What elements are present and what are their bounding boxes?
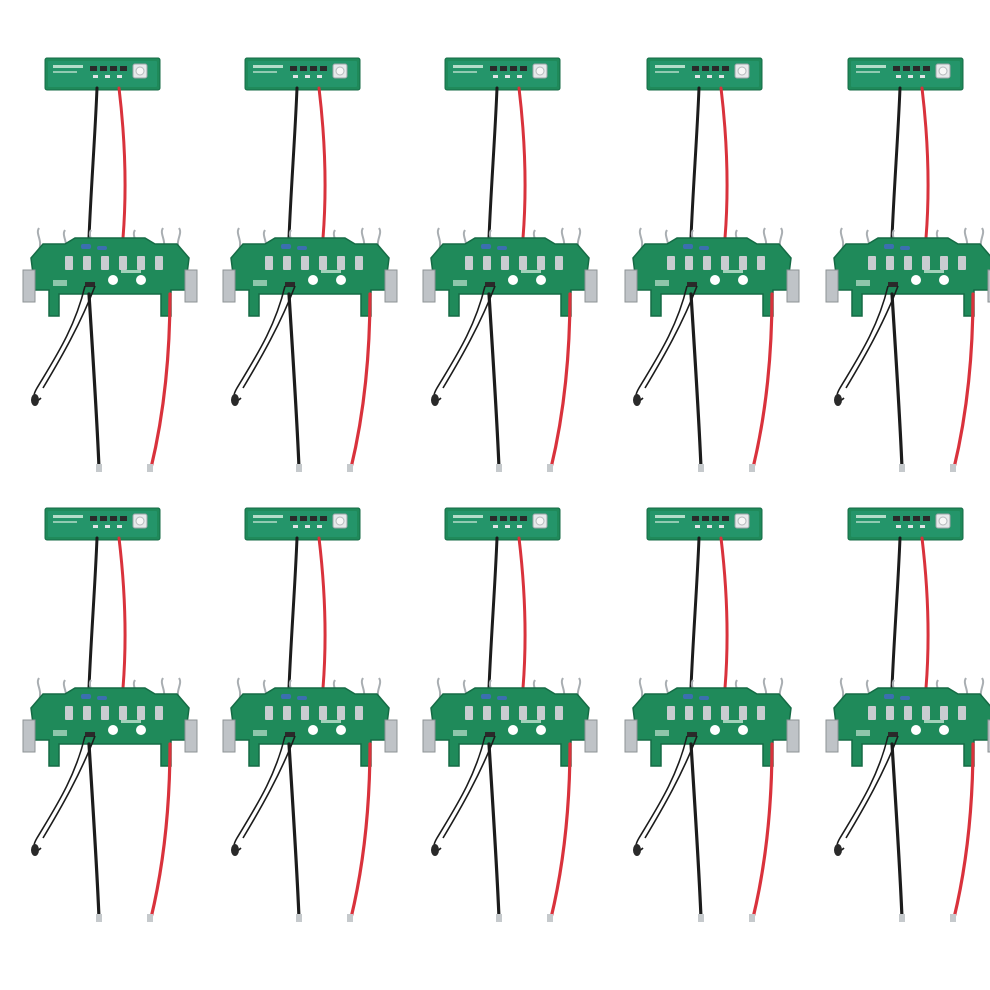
pcb-unit [421, 56, 599, 474]
pcb-unit [623, 506, 801, 924]
pcb-unit [824, 56, 990, 474]
pcb-unit [221, 56, 399, 474]
pcb-unit [824, 506, 990, 924]
pcb-unit [21, 506, 199, 924]
pcb-unit [421, 506, 599, 924]
unit-row-2 [21, 506, 990, 924]
pcb-unit [623, 56, 801, 474]
pcb-unit [21, 56, 199, 474]
unit-row-1 [21, 56, 990, 474]
pcb-unit [221, 506, 399, 924]
